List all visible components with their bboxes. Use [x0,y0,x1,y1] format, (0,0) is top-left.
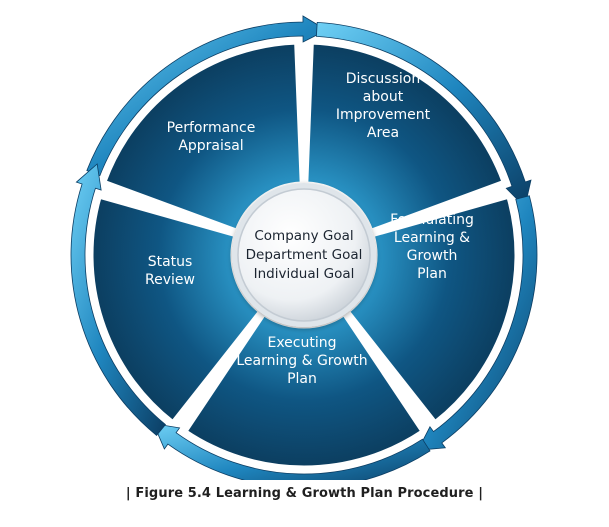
segment-executing-plan-label-line-2: Learning & Growth [236,353,367,369]
figure-caption: | Figure 5.4 Learning & Growth Plan Proc… [125,486,484,501]
segment-discussion-improvement-label-line-4: Area [367,125,399,141]
center-goal-line-2: Department Goal [246,247,363,263]
segment-executing-plan-label-line-3: Plan [287,371,317,387]
segment-discussion-improvement-label-line-3: Improvement [336,107,431,123]
center-goal-line-1: Company Goal [254,228,353,244]
center-circle [232,183,376,327]
segment-formulating-plan-label-line-1: Formulating [390,212,474,228]
segment-status-review-label-line-2: Review [145,272,195,288]
segment-formulating-plan-label-line-3: Growth [407,248,458,264]
segment-discussion-improvement-label-line-1: Discussion [346,71,420,87]
segment-formulating-plan-label-line-2: Learning & [394,230,470,246]
segment-formulating-plan-arrow-icon [417,195,538,451]
segment-status-review-label-line-1: Status [148,254,193,270]
segment-performance-appraisal-label-line-2: Appraisal [178,138,243,154]
segment-performance-appraisal-label-line-1: Performance [167,120,256,136]
segment-executing-plan-label-line-1: Executing [267,335,336,351]
segment-discussion-improvement-label-line-2: about [363,89,404,105]
segment-status-review-arrow-icon [70,163,167,436]
segment-discussion-improvement-arrow-icon [315,21,532,208]
segment-formulating-plan-label-line-4: Plan [417,266,447,282]
center-goal-line-3: Individual Goal [254,266,355,282]
segment-performance-appraisal-arrow-icon [86,15,328,177]
segment-executing-plan-arrow-icon [152,423,431,480]
